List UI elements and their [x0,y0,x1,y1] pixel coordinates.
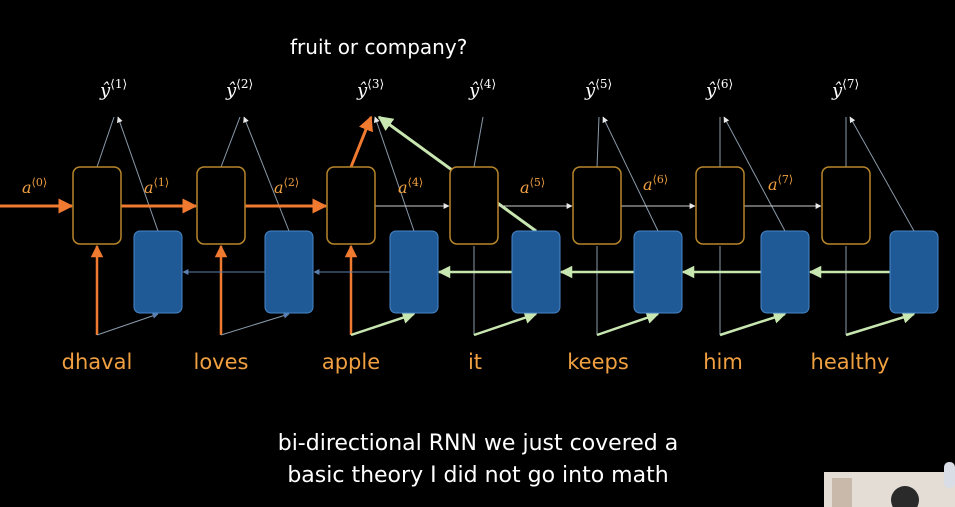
input-backward-link [96,312,159,336]
backward-cell [264,230,314,314]
forward-cell [695,166,745,245]
activation-label: a⟨0⟩ [22,176,47,197]
backward-output-link [602,116,659,232]
activation-label: a⟨6⟩ [643,173,668,194]
activation-label: a⟨2⟩ [274,176,299,197]
forward-cell [72,166,122,245]
input-backward-link [473,311,538,337]
backward-cell [133,230,183,314]
input-word: loves [194,350,249,374]
input-word: apple [322,350,380,374]
forward-output-link [96,116,115,168]
input-word: him [703,350,743,374]
forward-output-link [349,115,373,168]
forward-cell [572,166,622,245]
input-backward-link [220,312,290,336]
input-word: keeps [567,350,629,374]
input-backward-link [845,311,916,337]
activation-label: a⟨5⟩ [520,176,545,197]
backward-cell [633,230,683,314]
subtitle-line-1: bi-directional RNN we just covered a [278,431,679,456]
output-label: ŷ⟨3⟩ [356,77,384,101]
forward-output-link [596,116,600,168]
backward-output-link [116,116,159,232]
output-label: ŷ⟨5⟩ [584,77,612,101]
input-backward-link [350,311,416,337]
backward-output-link [723,116,786,232]
output-label: ŷ⟨7⟩ [831,77,859,101]
input-word: dhaval [62,350,133,374]
webcam-thumbnail [824,462,955,507]
backward-cell [760,230,810,314]
forward-cell [449,166,499,245]
activation-label: a⟨7⟩ [768,173,793,194]
connection-lines [0,115,916,337]
activation-label: a⟨4⟩ [398,176,423,197]
question-text: fruit or company? [290,35,467,59]
forward-output-link [473,116,484,168]
output-label: ŷ⟨4⟩ [468,77,496,101]
input-word: it [468,350,482,374]
diagram-labels: dhaval loves apple it keeps him healthy ŷ⟨1⟩ ŷ⟨2… [22,77,889,374]
subtitle-line-2: basic theory I did not go into math [287,463,668,488]
output-label: ŷ⟨2⟩ [225,77,253,101]
input-backward-link [719,311,787,337]
backward-output-link [243,116,290,232]
backward-cell [511,230,561,314]
output-label: ŷ⟨6⟩ [705,77,733,101]
forward-cell [821,166,871,245]
backward-cell [889,230,939,314]
output-label: ŷ⟨1⟩ [99,77,127,101]
forward-cell [196,166,246,245]
input-backward-link [596,311,660,337]
forward-output-link [220,116,241,168]
forward-cell [326,166,376,245]
activation-label: a⟨1⟩ [144,176,169,197]
input-word: healthy [811,350,890,374]
backward-output-link [373,116,415,232]
backward-cell [389,230,439,314]
rnn-cells [72,166,939,314]
backward-output-link [849,116,915,232]
